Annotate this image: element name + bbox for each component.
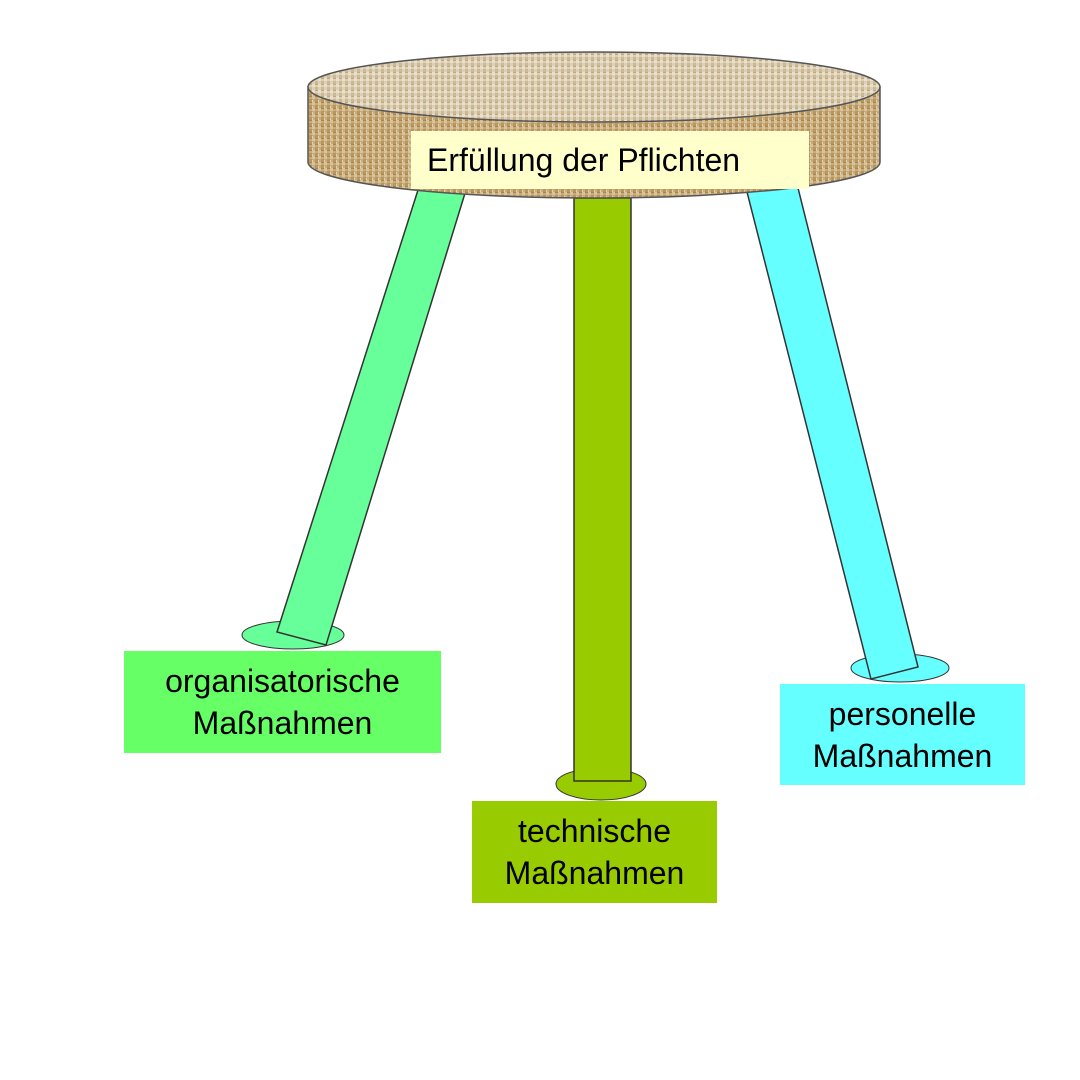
leg-label-technical-line1: technische <box>518 813 671 849</box>
leg-label-organizational-line2: Maßnahmen <box>192 705 373 741</box>
leg-technical <box>573 197 632 782</box>
seat-top <box>307 51 881 123</box>
seat-label-box <box>411 131 809 189</box>
leg-label-technical: technische Maßnahmen <box>472 801 717 903</box>
leg-label-organizational: organisatorische Maßnahmen <box>124 651 441 753</box>
leg-personnel <box>745 183 919 680</box>
leg-organizational <box>276 189 468 646</box>
leg-label-personnel: personelle Maßnahmen <box>780 684 1025 785</box>
leg-label-technical-line2: Maßnahmen <box>504 855 685 891</box>
leg-label-organizational-line1: organisatorische <box>165 663 400 699</box>
seat-label-text: Erfüllung der Pflichten <box>427 142 741 178</box>
seat-label: Erfüllung der Pflichten <box>411 131 809 189</box>
leg-label-personnel-line2: Maßnahmen <box>812 737 993 774</box>
leg-label-personnel-line1: personelle <box>828 695 977 732</box>
